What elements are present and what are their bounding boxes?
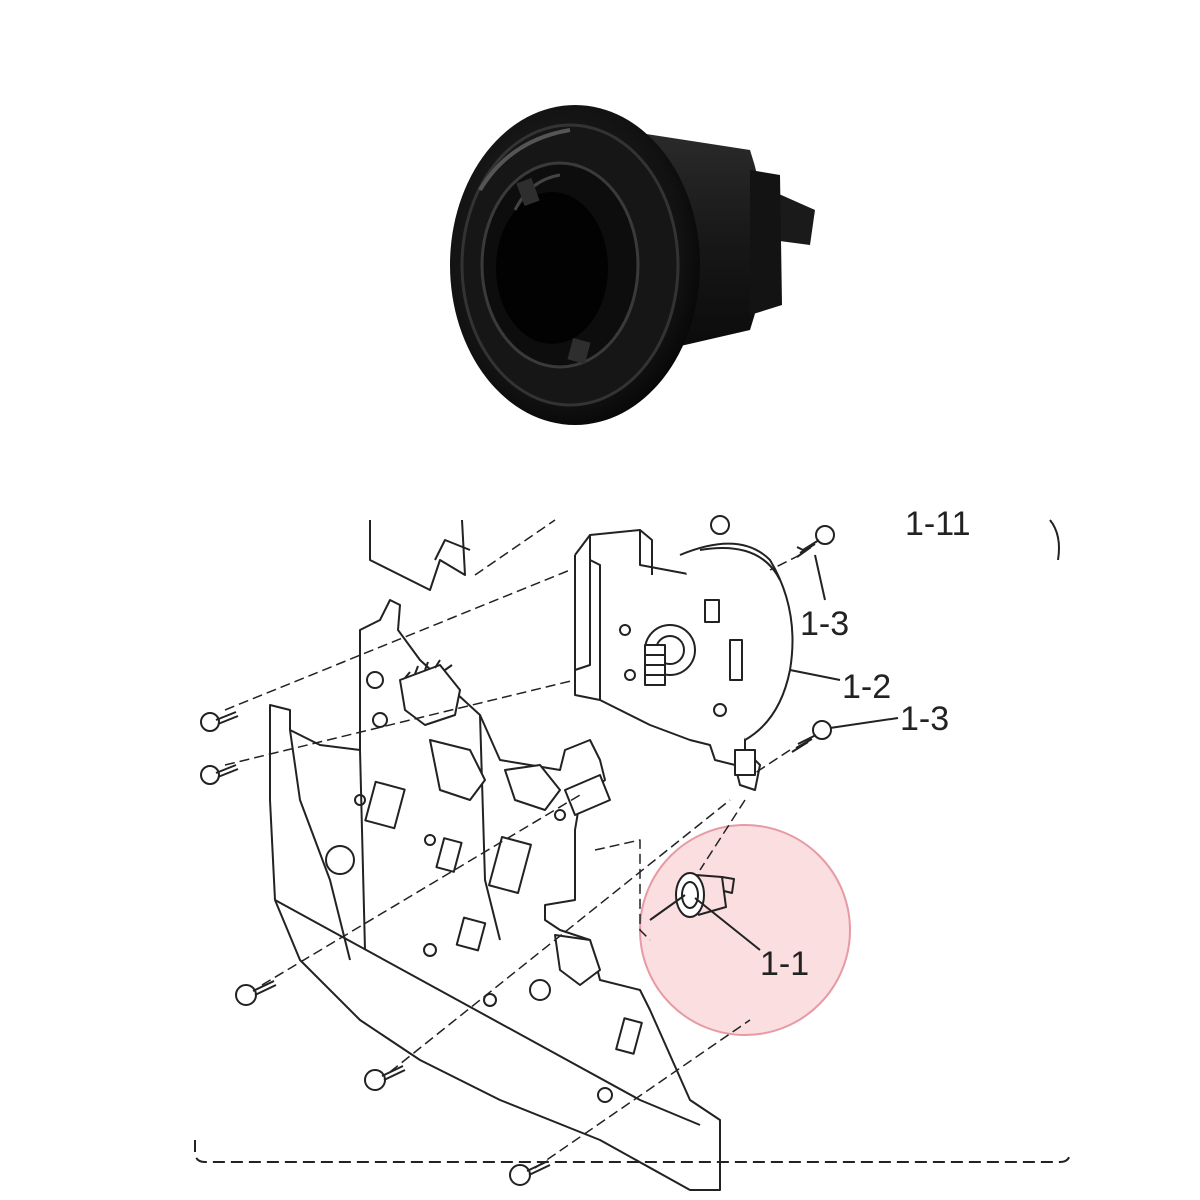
label-part-1-2: 1-2: [842, 668, 891, 706]
part-1-1-bushing: [675, 872, 735, 918]
label-part-1-11: 1-11: [905, 505, 971, 543]
label-part-1-1: 1-1: [760, 945, 809, 983]
bushing-photo: [450, 105, 815, 425]
screw-bottom-left: [235, 980, 277, 1006]
gear-left-upper: [399, 664, 461, 726]
label-part-1-3-top: 1-3: [800, 605, 849, 643]
screw-top-right: [796, 525, 835, 558]
screw-left-2: [200, 764, 239, 785]
bushing-key-tab: [770, 190, 815, 245]
section-border: [194, 1140, 1071, 1163]
chassis-frame: [269, 599, 721, 1191]
screw-right-mid: [791, 720, 832, 753]
label-part-1-3-mid: 1-3: [900, 700, 949, 738]
motor-can: [679, 542, 794, 741]
screw-bottom-mid: [364, 1065, 406, 1091]
screw-bottom: [509, 1160, 551, 1186]
highlight-circle: [639, 824, 851, 1036]
bushing-bore: [496, 192, 608, 344]
screw-left-1: [200, 711, 239, 732]
exploded-parts-diagram: 1-1 1-2 1-3 1-3 1-11: [194, 505, 1071, 1191]
